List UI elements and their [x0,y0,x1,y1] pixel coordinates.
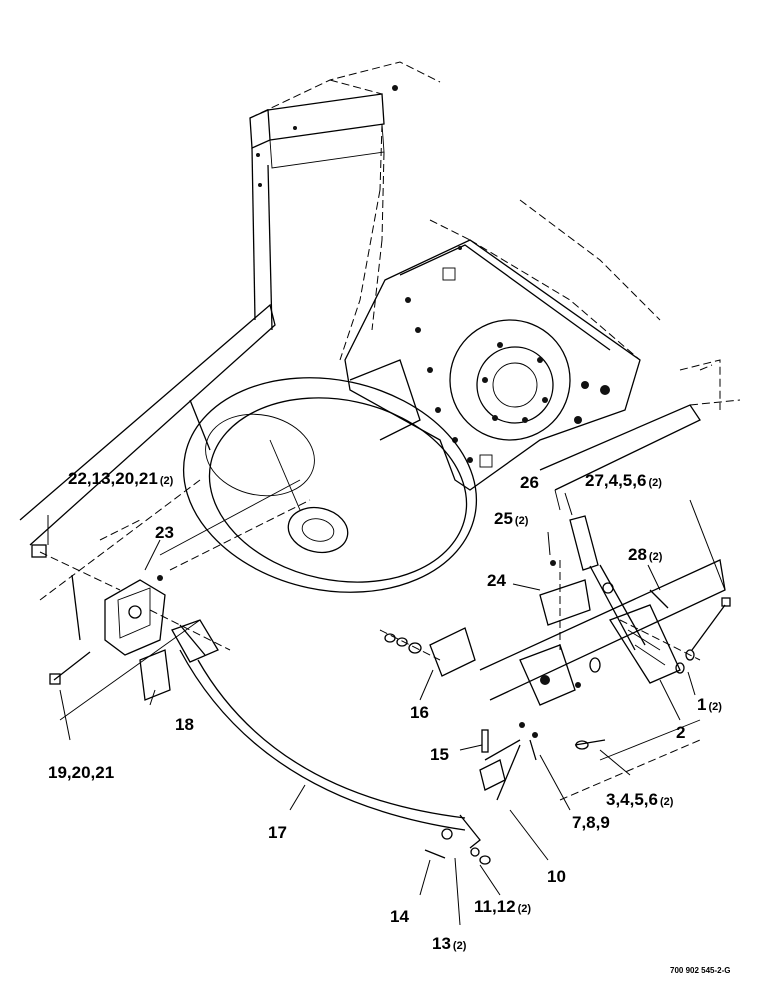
callout-16: 16 [410,703,429,722]
callout-2: 2 [676,723,685,742]
part-23-bracket [31,544,166,685]
part-17-pedal-arm [139,619,481,849]
drawing-code: 700 902 545-2-G [670,966,731,975]
right-frame [479,359,741,801]
callout-23: 23 [155,523,174,542]
callout-26: 26 [520,473,539,492]
callout-18: 18 [175,715,194,734]
part-26-handle [539,515,646,651]
callout-25: 25(2) [494,509,529,528]
callout-22: 22,13,20,21(2) [68,469,174,488]
axis-lines [39,551,701,661]
callout-14: 14 [390,907,409,926]
callout-10: 10 [547,867,566,886]
left-frame [19,303,311,721]
gearbox-housing [344,199,661,491]
part-2-latch [589,589,731,684]
lower-hardware [424,644,606,865]
callout-19: 19,20,21 [48,763,114,782]
leader-lines [47,492,726,926]
callout-28: 28(2) [628,545,663,564]
callout-15: 15 [430,745,449,764]
part-16-bracket [384,627,476,677]
flywheel [182,359,478,593]
callout-7: 7,8,9 [572,813,610,832]
callout-27: 27,4,5,6(2) [585,471,662,490]
callout-labels: 22,13,20,21(2) 23 19,20,21 18 17 16 15 1… [48,469,722,953]
callout-1: 1(2) [697,695,722,714]
callout-24: 24 [487,571,506,590]
callout-11: 11,12(2) [474,897,531,916]
callout-3: 3,4,5,6(2) [606,790,674,809]
frame-column [249,61,441,361]
callout-17: 17 [268,823,287,842]
callout-13: 13(2) [432,934,467,953]
